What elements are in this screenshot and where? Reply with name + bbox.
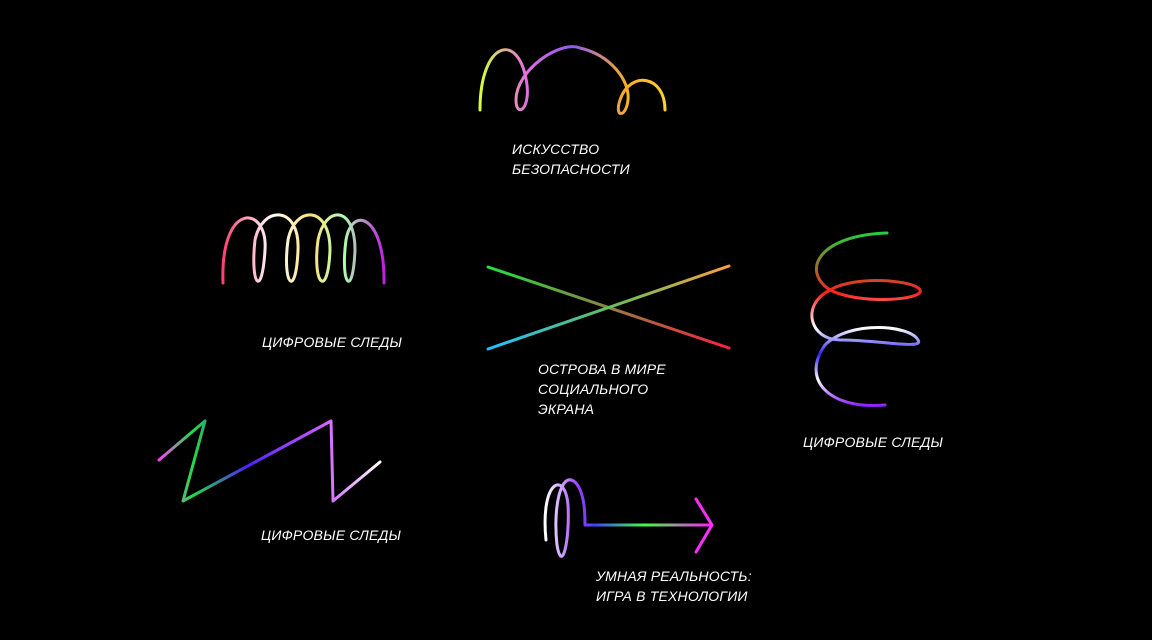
vertical-spiral-icon[interactable]: [810, 231, 922, 408]
label-line: ЦИФРОВЫЕ СЛЕДЫ: [803, 434, 944, 450]
label-line: ИСКУССТВО: [512, 141, 600, 157]
menu-item-security-art[interactable]: ИСКУССТВО БЕЗОПАСНОСТИ: [512, 139, 630, 179]
label-line: ЦИФРОВЫЕ СЛЕДЫ: [261, 527, 402, 543]
label-line: ЭКРАНА: [538, 401, 595, 417]
label-line: БЕЗОПАСНОСТИ: [512, 161, 630, 177]
arrow-head-icon: [694, 497, 714, 554]
horizontal-spiral-icon[interactable]: [221, 213, 386, 285]
looping-arcs-icon[interactable]: [478, 45, 667, 115]
label-line: ЦИФРОВЫЕ СЛЕДЫ: [262, 334, 403, 350]
zigzag-icon[interactable]: [157, 419, 382, 503]
menu-item-digital-traces-2[interactable]: ЦИФРОВЫЕ СЛЕДЫ: [803, 432, 943, 452]
crossed-line-b: [486, 264, 731, 351]
loop-arrow-icon[interactable]: [543, 478, 712, 558]
label-line: ОСТРОВА В МИРЕ: [538, 361, 666, 377]
label-line: УМНАЯ РЕАЛЬНОСТЬ:: [596, 568, 752, 584]
menu-item-digital-traces-3[interactable]: ЦИФРОВЫЕ СЛЕДЫ: [261, 525, 401, 545]
menu-item-digital-traces-1[interactable]: ЦИФРОВЫЕ СЛЕДЫ: [262, 332, 402, 352]
menu-item-smart-reality[interactable]: УМНАЯ РЕАЛЬНОСТЬ: ИГРА В ТЕХНОЛОГИИ: [596, 566, 752, 606]
label-line: СОЦИАЛЬНОГО: [538, 381, 649, 397]
menu-item-islands-social-screen[interactable]: ОСТРОВА В МИРЕ СОЦИАЛЬНОГО ЭКРАНА: [538, 359, 666, 419]
label-line: ИГРА В ТЕХНОЛОГИИ: [596, 588, 748, 604]
